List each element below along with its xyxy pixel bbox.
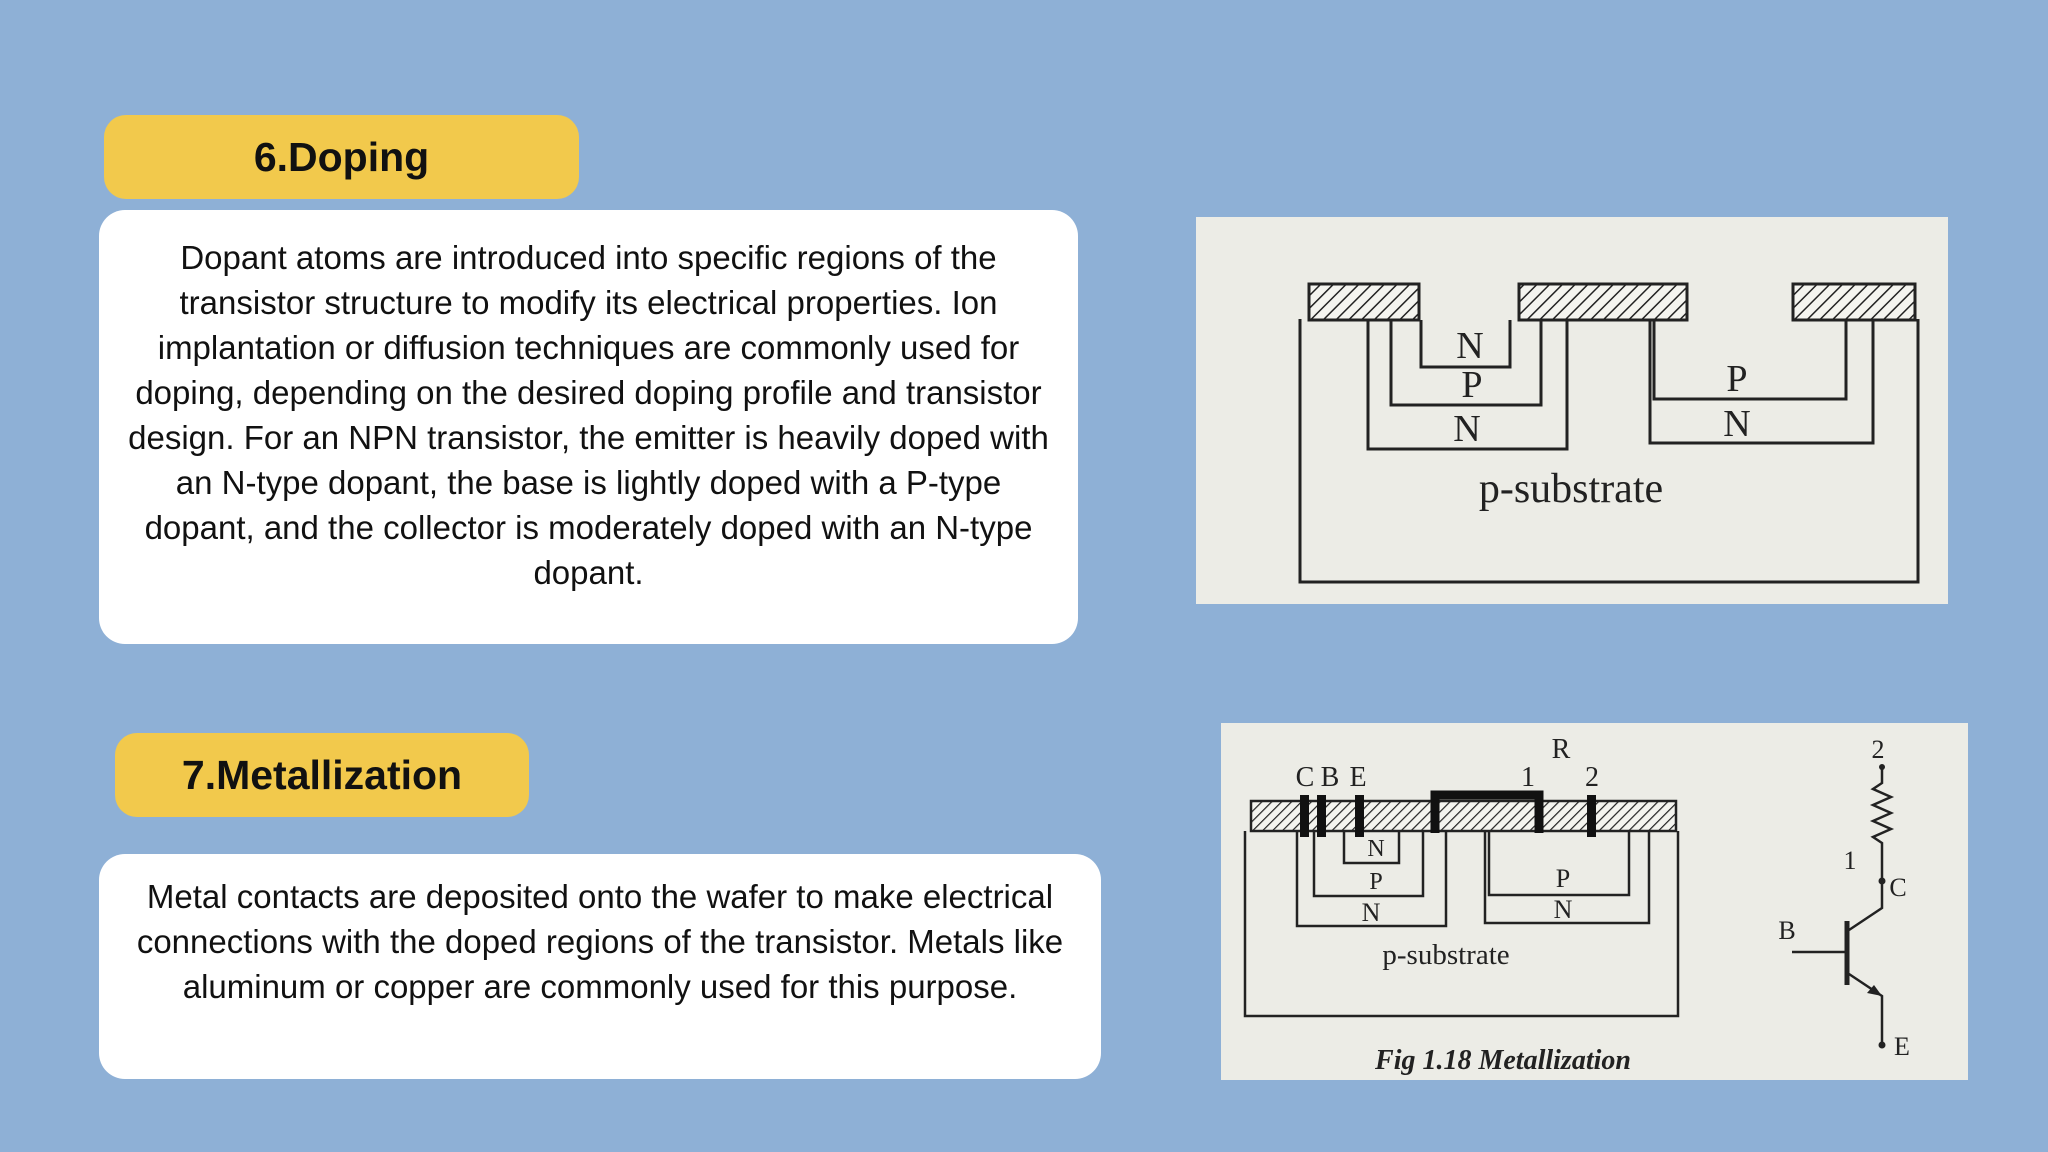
resistor-p-label: P — [1556, 864, 1570, 893]
resistor-n-label: N — [1723, 403, 1750, 445]
emitter-contact — [1355, 795, 1364, 837]
resistor-n-well — [1648, 320, 1875, 445]
sch-node1-label: 1 — [1844, 846, 1857, 875]
doping-cross-section-figure: N P N P N p-substrate — [1196, 217, 1948, 604]
doping-heading-tag: 6.Doping — [104, 115, 579, 199]
resistor-p-well — [1487, 831, 1631, 897]
collector-lead — [1848, 881, 1884, 932]
resistor-p-label: P — [1726, 358, 1747, 400]
resistor-n-label: N — [1554, 895, 1573, 924]
base-p-label: P — [1461, 364, 1482, 406]
metallization-heading-tag: 7.Metallization — [115, 733, 529, 817]
doping-description-card: Dopant atoms are introduced into specifi… — [99, 210, 1078, 644]
oxide-layer — [1249, 799, 1678, 833]
substrate-outline — [1298, 319, 1920, 584]
sch-emitter-dot — [1878, 1041, 1886, 1049]
doping-cross-section-diagram: N P N P N p-substrate — [1298, 282, 1920, 584]
base-p-label: P — [1369, 869, 1382, 895]
emitter-n-label: N — [1456, 325, 1483, 367]
substrate-outline — [1243, 831, 1680, 1018]
substrate-label: p-substrate — [1382, 939, 1509, 971]
oxide-segment — [1791, 282, 1917, 322]
c-label: C — [1296, 762, 1315, 793]
collector-n-label: N — [1453, 408, 1480, 450]
sch-e-label: E — [1894, 1032, 1910, 1061]
b-label: B — [1321, 762, 1340, 793]
metallization-diagram: C B E R 1 2 N P N P N p-substrate Fig 1.… — [1243, 734, 1910, 1076]
emitter-arrow — [1867, 985, 1882, 996]
substrate-label: p-substrate — [1479, 466, 1663, 512]
doping-heading: 6.Doping — [253, 133, 430, 180]
collector-well — [1366, 320, 1569, 451]
collector-contact — [1300, 795, 1309, 837]
base-well — [1389, 320, 1543, 407]
resistor-symbol — [1869, 767, 1895, 881]
metallization-description: Metal contacts are deposited onto the wa… — [136, 878, 1064, 1005]
emitter-well — [1342, 831, 1401, 865]
emitter-n-label: N — [1367, 836, 1384, 862]
emitter-well — [1419, 320, 1512, 369]
sch-node2-label: 2 — [1872, 735, 1885, 764]
oxide-segment — [1517, 282, 1689, 322]
resistor-contact-2 — [1587, 795, 1596, 837]
base-well — [1312, 831, 1425, 898]
e-label: E — [1349, 762, 1366, 793]
collector-n-label: N — [1362, 898, 1381, 927]
metallization-description-card: Metal contacts are deposited onto the wa… — [99, 854, 1101, 1079]
doping-description: Dopant atoms are introduced into specifi… — [128, 239, 1049, 591]
metallization-figure: C B E R 1 2 N P N P N p-substrate Fig 1.… — [1221, 723, 1968, 1080]
base-contact — [1317, 795, 1326, 837]
interconnect-metal — [1430, 790, 1544, 833]
metallization-heading: 7.Metallization — [181, 751, 463, 798]
r-label: R — [1552, 734, 1571, 765]
node2-label: 2 — [1585, 762, 1599, 793]
sch-b-label: B — [1778, 916, 1795, 945]
figure-caption: Fig 1.18 Metallization — [1374, 1045, 1631, 1076]
sch-c-label: C — [1889, 873, 1906, 902]
node1-label: 1 — [1521, 762, 1535, 793]
emitter-lead — [1848, 972, 1884, 1045]
collector-well — [1295, 831, 1448, 928]
resistor-n-well — [1483, 831, 1651, 925]
resistor-p-well — [1652, 320, 1848, 401]
oxide-segment — [1307, 282, 1421, 322]
